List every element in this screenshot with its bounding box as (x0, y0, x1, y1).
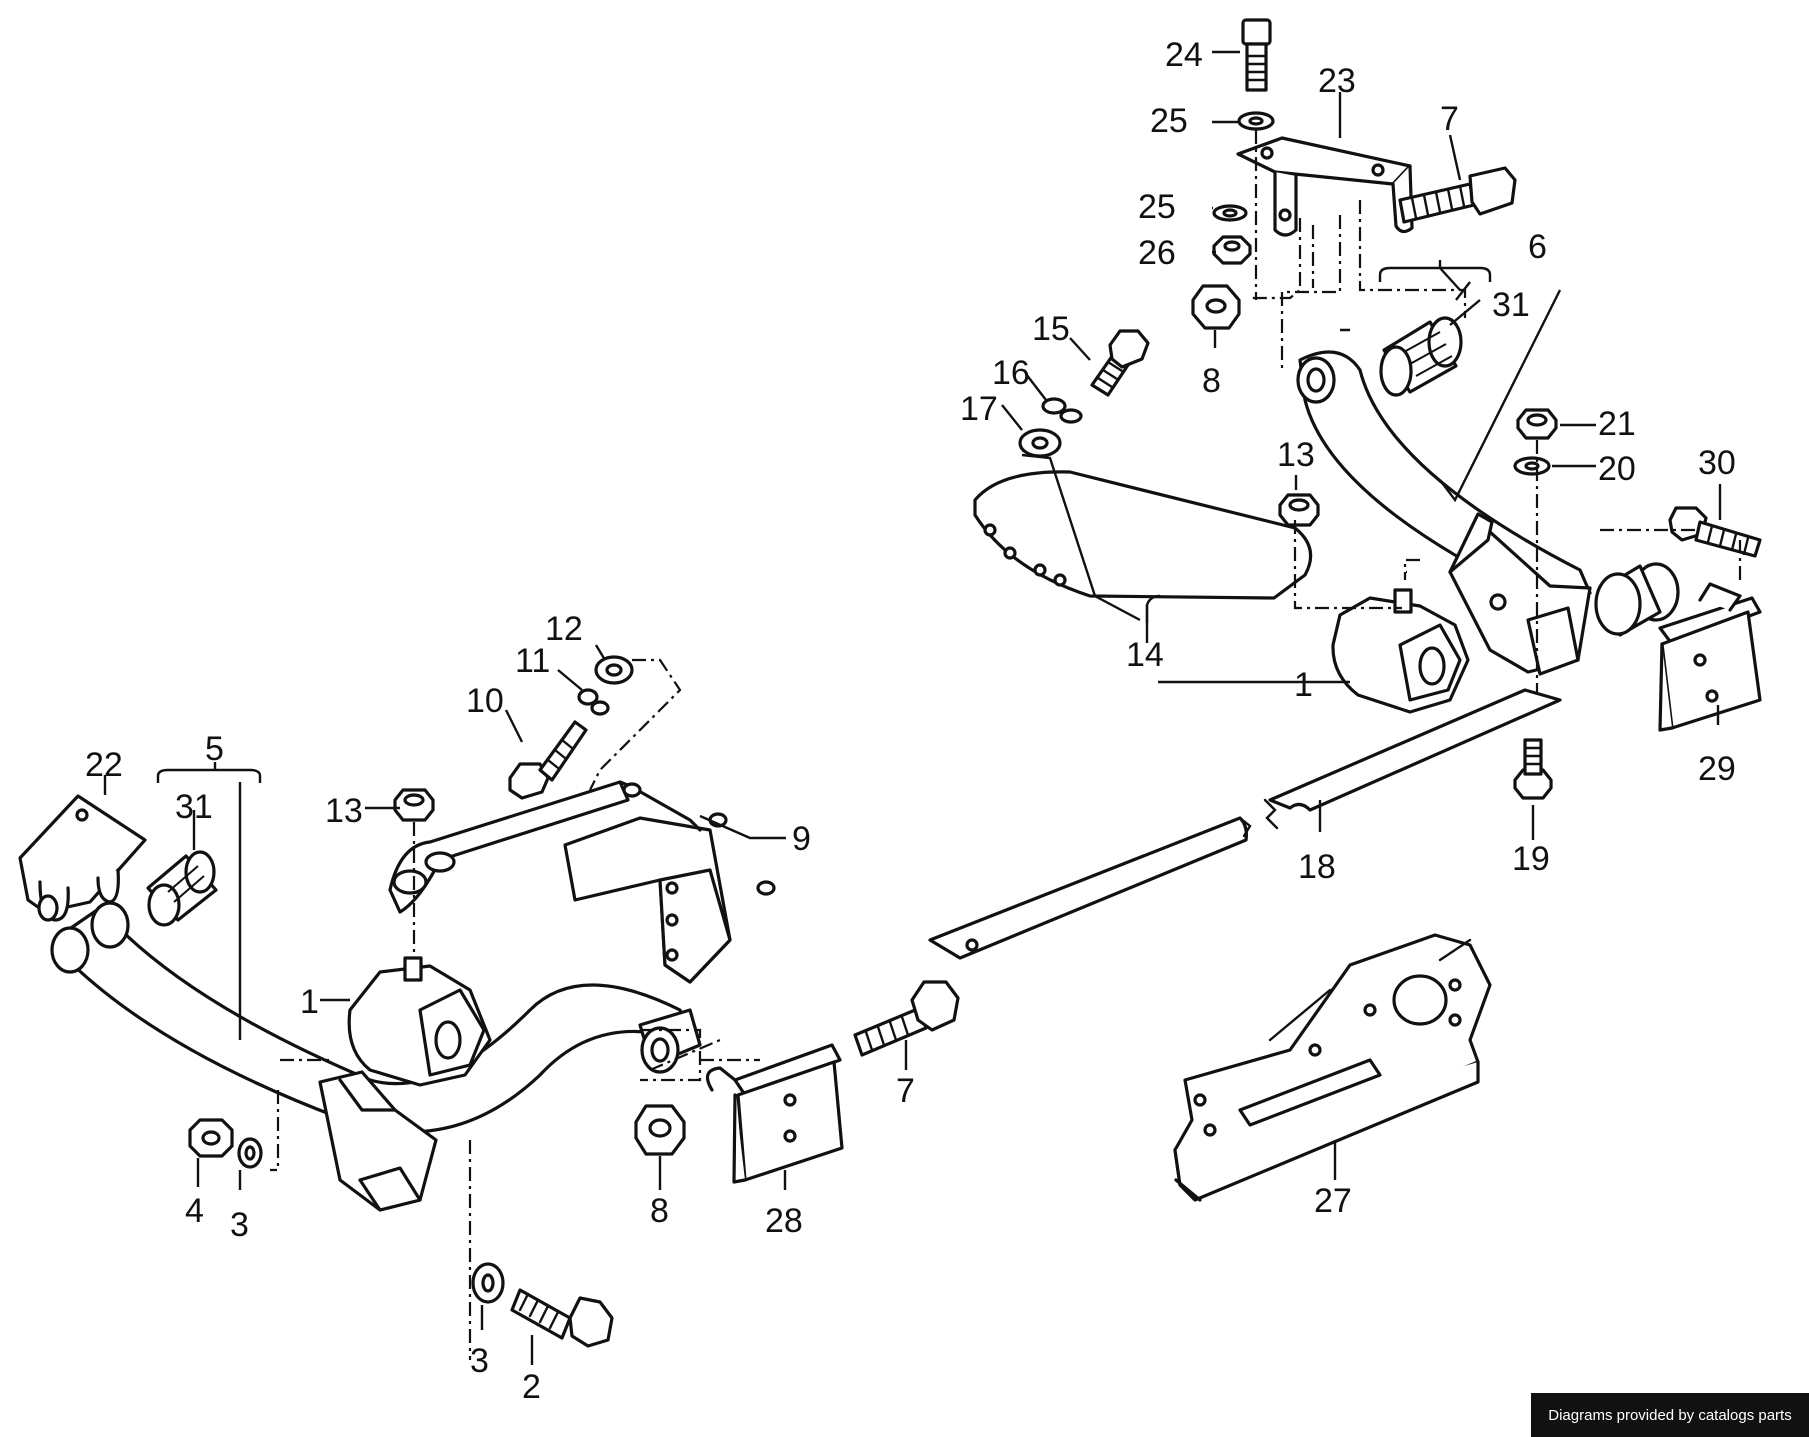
washer-16 (1041, 397, 1083, 424)
callout-31-upper: 31 (1492, 286, 1530, 324)
nut-4 (188, 1118, 234, 1158)
guide-lines-lower (270, 658, 760, 1360)
nut-26 (1212, 235, 1252, 265)
carrier-9 (388, 780, 776, 984)
crossmember-27 (1173, 933, 1492, 1202)
callout-25-upper: 25 (1150, 102, 1188, 140)
callout-26: 26 (1138, 234, 1176, 272)
callout-13-lower: 13 (325, 792, 363, 830)
console-bracket-upper (1448, 512, 1592, 676)
nut-13-lower (393, 788, 435, 822)
bushing-31-lower (146, 850, 218, 927)
guide-lines-right (1293, 440, 1742, 700)
shield-plate-14 (973, 470, 1313, 600)
callout-25-lower: 25 (1138, 188, 1176, 226)
washer-25-upper (1237, 111, 1275, 131)
bolt-7-upper (1398, 166, 1517, 224)
leader-lines (103, 50, 1722, 1365)
nut-21 (1516, 408, 1558, 440)
spring-plate-29 (1658, 582, 1762, 732)
callout-1-lower: 1 (300, 983, 319, 1021)
callout-29: 29 (1698, 750, 1736, 788)
nut-8-upper (1191, 284, 1241, 330)
callout-18: 18 (1298, 848, 1336, 886)
bracket-23 (1236, 136, 1414, 237)
bolt-15 (1090, 329, 1150, 397)
bolt-7-lower (853, 980, 960, 1057)
callout-3-lower: 3 (470, 1342, 489, 1380)
callout-7-upper: 7 (1440, 100, 1459, 138)
callout-10: 10 (466, 682, 504, 720)
nut-19 (1513, 738, 1553, 800)
callout-7-lower: 7 (896, 1072, 915, 1110)
guide-lines-upper (1250, 130, 1467, 370)
callout-31-lower: 31 (175, 788, 213, 826)
callout-24: 24 (1165, 36, 1203, 74)
tie-strap-18 (928, 688, 1562, 960)
washer-17 (1018, 428, 1062, 458)
callout-8-upper: 8 (1202, 362, 1221, 400)
callout-6: 6 (1528, 228, 1547, 266)
callout-4: 4 (185, 1192, 204, 1230)
washer-3-lower (471, 1262, 505, 1304)
bolt-24 (1241, 18, 1272, 92)
washer-25-lower (1212, 204, 1248, 222)
callout-28: 28 (765, 1202, 803, 1240)
callout-21: 21 (1598, 405, 1636, 443)
callout-20: 20 (1598, 450, 1636, 488)
bolt-10 (508, 720, 588, 800)
callout-19: 19 (1512, 840, 1550, 878)
callout-30: 30 (1698, 444, 1736, 482)
callout-2: 2 (522, 1368, 541, 1406)
washer-12 (594, 655, 634, 685)
bracket-22 (18, 794, 147, 922)
spring-plate-28 (705, 1043, 844, 1184)
callout-23: 23 (1318, 62, 1356, 100)
nut-13-upper (1278, 493, 1320, 527)
nut-8-lower (634, 1104, 686, 1156)
callout-3-upper: 3 (230, 1206, 249, 1244)
callout-1-upper: 1 (1294, 666, 1313, 704)
bolt-30 (1668, 506, 1762, 558)
callout-9: 9 (792, 820, 811, 858)
callout-17: 17 (960, 390, 998, 428)
callout-5: 5 (205, 730, 224, 768)
washer-3-upper (237, 1137, 263, 1169)
lock-washer-11 (577, 688, 610, 716)
credit-banner: Diagrams provided by catalogs parts (1531, 1393, 1809, 1437)
callout-16: 16 (992, 354, 1030, 392)
washer-20 (1513, 456, 1551, 476)
callout-numbers: 24 23 7 25 25 26 6 31 8 15 16 17 21 20 1… (85, 36, 1736, 1406)
tube-6 (1296, 350, 1680, 637)
rubber-mount-1-lower (347, 956, 492, 1087)
callout-27: 27 (1314, 1182, 1352, 1220)
callout-11: 11 (515, 642, 550, 680)
console-bracket-lower (318, 1070, 438, 1212)
callout-22: 22 (85, 746, 123, 784)
bolt-2 (510, 1288, 614, 1348)
rubber-mount-1-upper (1331, 588, 1470, 714)
callout-15: 15 (1032, 310, 1070, 348)
callout-13-upper: 13 (1277, 436, 1315, 474)
callout-12: 12 (545, 610, 583, 648)
bushing-31-upper (1379, 316, 1463, 397)
callout-8-lower: 8 (650, 1192, 669, 1230)
callout-14: 14 (1126, 636, 1164, 674)
